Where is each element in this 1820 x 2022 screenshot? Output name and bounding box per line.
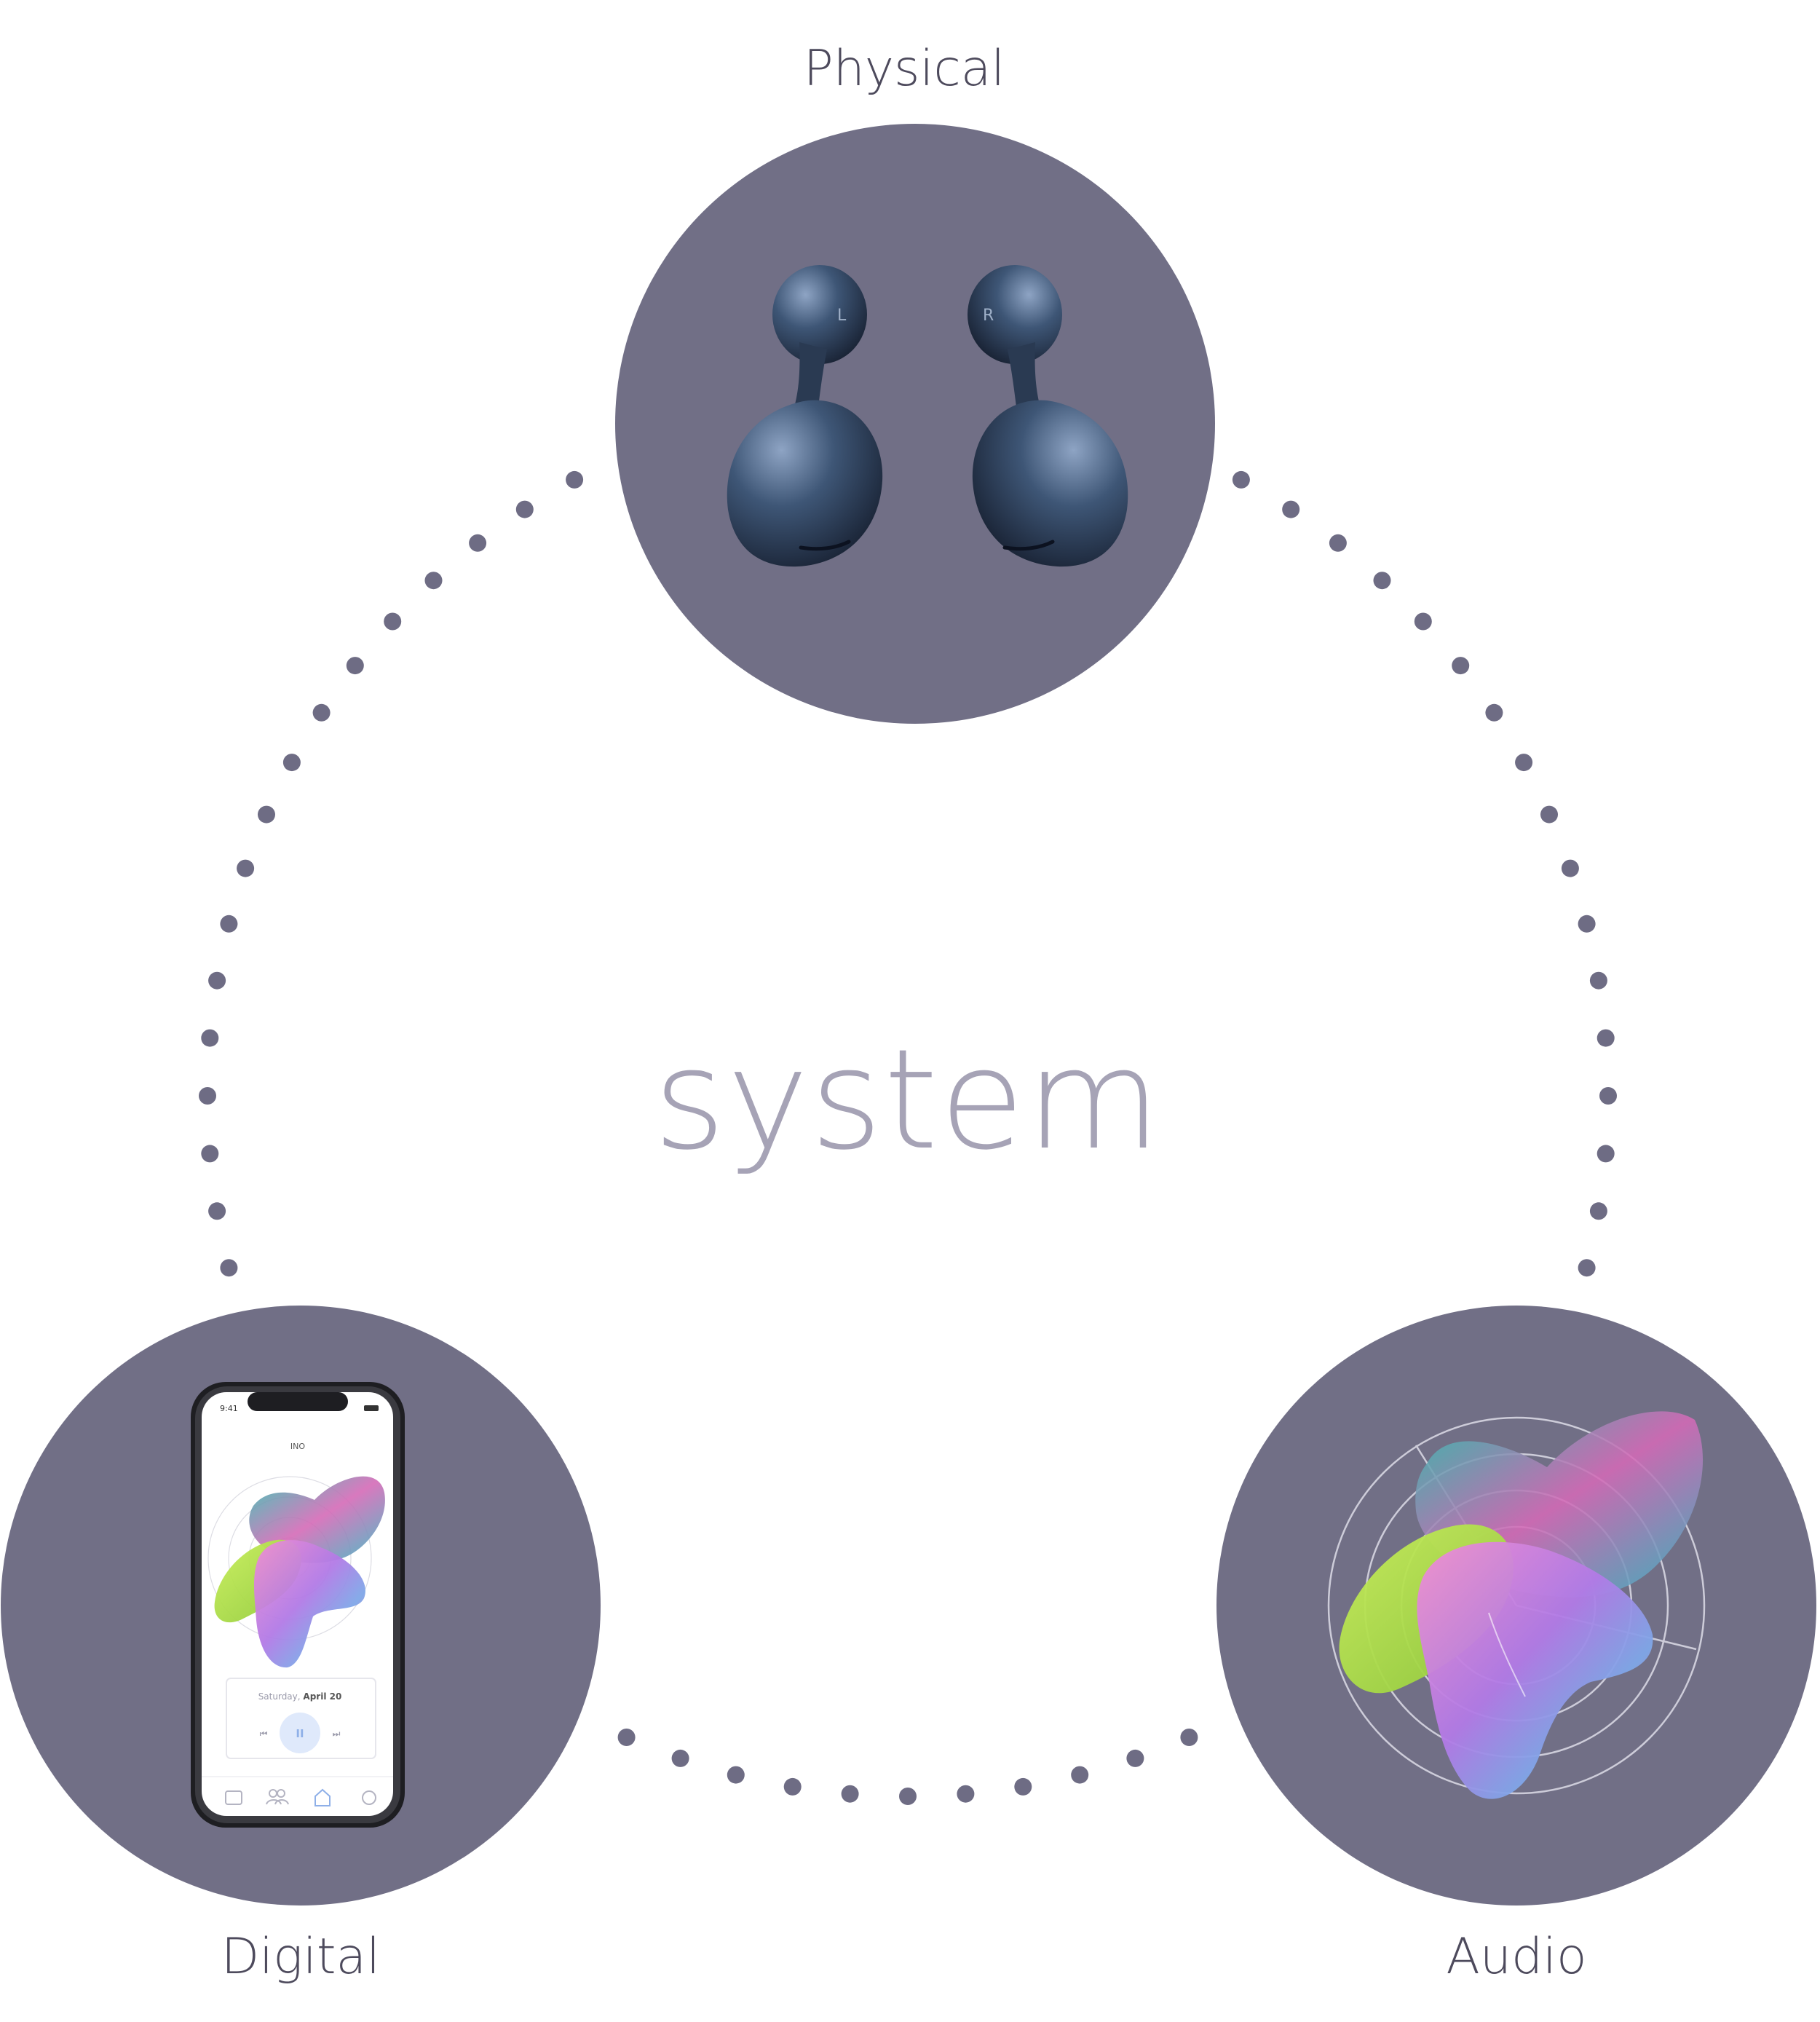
ring-dot: [208, 971, 226, 990]
ring-dot: [1232, 470, 1250, 489]
ring-dot: [220, 1259, 238, 1277]
ring-dot: [617, 1729, 636, 1746]
ring-dot: [258, 805, 275, 824]
svg-text:INO: INO: [290, 1442, 305, 1451]
ring-dot: [1578, 915, 1596, 933]
ring-dot: [220, 915, 238, 933]
ring-dot: [1452, 657, 1470, 675]
ring-dot: [1515, 754, 1533, 772]
ring-dot: [1578, 1259, 1596, 1277]
ring-dot: [237, 859, 255, 877]
ring-dot: [312, 703, 331, 722]
ring-dot: [1589, 1202, 1607, 1220]
ring-dot: [515, 500, 534, 518]
next-icon: ⏭: [333, 1729, 341, 1739]
ring-dot: [282, 754, 301, 772]
svg-text:L: L: [837, 307, 847, 325]
ring-dot: [384, 612, 402, 631]
ring-dot: [957, 1785, 975, 1803]
ring-dot: [1597, 1145, 1615, 1163]
label-digital: Digital: [221, 1928, 381, 1986]
tab-gift-icon: [225, 1790, 242, 1805]
svg-text:9:41: 9:41: [220, 1404, 238, 1413]
label-physical: Physical: [803, 40, 1005, 98]
tab-people-icon: [266, 1789, 289, 1805]
ring-dot: [469, 534, 487, 552]
earbuds-icon: L R: [727, 265, 1128, 567]
phone-mockup-icon: 9:41 INO Saturday, April 20 II ⏮: [191, 1382, 405, 1828]
ring-dot: [1599, 1087, 1617, 1105]
ring-dot: [899, 1788, 917, 1805]
svg-text:Saturday, April 20: Saturday, April 20: [258, 1691, 342, 1702]
ring-dot: [841, 1785, 859, 1803]
ring-dot: [1485, 703, 1503, 722]
ring-dot: [727, 1766, 745, 1784]
physical-circle: [615, 124, 1215, 724]
pause-icon: II: [296, 1727, 304, 1740]
label-audio: Audio: [1446, 1928, 1587, 1986]
sound-shape-icon: [1327, 1411, 1706, 1799]
ring-dot: [346, 657, 364, 675]
tab-settings-icon: [362, 1790, 376, 1805]
ring-dot: [424, 572, 443, 590]
ring-dot: [1589, 971, 1607, 990]
ring-dot: [1014, 1777, 1032, 1796]
ring-dot: [671, 1749, 689, 1767]
ring-dot: [201, 1145, 219, 1163]
label-system: system: [653, 1019, 1163, 1180]
ring-dot: [1180, 1729, 1198, 1746]
svg-text:R: R: [983, 307, 994, 325]
ring-dot: [1329, 534, 1347, 552]
ring-dot: [566, 470, 584, 489]
dotted-connection-ring: [199, 470, 1617, 1805]
ring-dot: [783, 1777, 802, 1796]
ring-dot: [1540, 805, 1558, 824]
ring-dot: [1561, 859, 1579, 877]
ring-dot: [208, 1202, 226, 1220]
ring-dot: [1373, 572, 1391, 590]
ring-dot: [1126, 1749, 1144, 1767]
ring-dot: [1597, 1029, 1615, 1047]
ring-dot: [199, 1087, 216, 1105]
ring-dot: [201, 1029, 219, 1047]
ring-dot: [1282, 500, 1300, 518]
previous-icon: ⏮: [260, 1729, 268, 1739]
ring-dot: [1414, 612, 1432, 631]
ring-dot: [1071, 1766, 1089, 1784]
tab-home-icon: [314, 1788, 331, 1806]
